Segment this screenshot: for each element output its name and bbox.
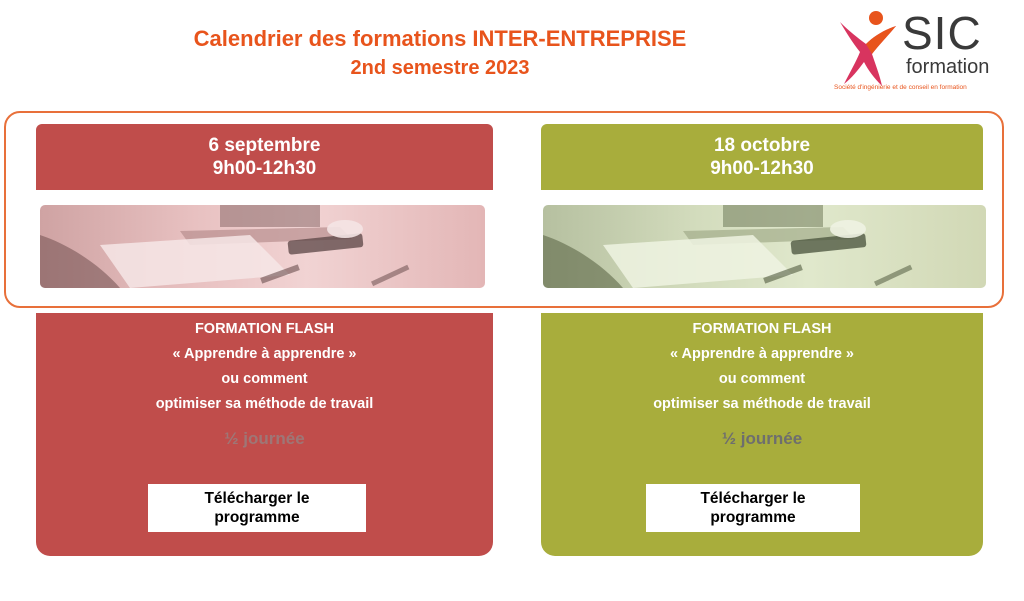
- page-title: Calendrier des formations INTER-ENTREPRI…: [193, 26, 687, 51]
- logo-sub: formation: [906, 56, 990, 78]
- session-2-photo: [543, 205, 986, 288]
- person-logo-icon: [840, 11, 896, 86]
- session-2-line3: ou comment: [718, 371, 806, 387]
- session-1-line4: optimiser sa méthode de travail: [155, 396, 374, 412]
- session-2-name: « Apprendre à apprendre »: [670, 346, 854, 362]
- session-1-body: FORMATION FLASH « Apprendre à apprendre …: [36, 313, 493, 556]
- top-frame: [4, 111, 1004, 308]
- logo-tagline: Société d'ingénierie et de conseil en fo…: [834, 84, 967, 91]
- session-2-line4: optimiser sa méthode de travail: [653, 396, 871, 412]
- session-2-body: FORMATION FLASH « Apprendre à apprendre …: [541, 313, 983, 556]
- logo-name: SIC: [902, 7, 982, 59]
- session-2-download-button[interactable]: Télécharger le programme: [646, 484, 860, 532]
- session-1-line3: ou comment: [221, 371, 308, 387]
- session-1-photo: [40, 205, 485, 288]
- session-2-type: FORMATION FLASH: [692, 321, 832, 337]
- page-subtitle: 2nd semestre 2023: [350, 57, 530, 79]
- session-1-download-label: Télécharger le programme: [204, 490, 310, 526]
- session-2-download-label: Télécharger le programme: [700, 490, 806, 526]
- session-2-date: 18 octobre: [713, 135, 811, 156]
- session-2-time: 9h00-12h30: [710, 158, 814, 179]
- session-2-header: 18 octobre 9h00-12h30: [541, 124, 983, 190]
- session-2-duration: ½ journée: [721, 429, 803, 448]
- sic-logo: SIC formation Société d'ingénierie et de…: [830, 8, 1010, 98]
- session-1-download-button[interactable]: Télécharger le programme: [148, 484, 366, 532]
- session-1-date: 6 septembre: [208, 135, 321, 156]
- session-1-type: FORMATION FLASH: [194, 321, 335, 337]
- session-1-time: 9h00-12h30: [212, 158, 317, 179]
- session-1-name: « Apprendre à apprendre »: [172, 346, 357, 362]
- session-1-header: 6 septembre 9h00-12h30: [36, 124, 493, 190]
- session-1-duration: ½ journée: [224, 429, 305, 448]
